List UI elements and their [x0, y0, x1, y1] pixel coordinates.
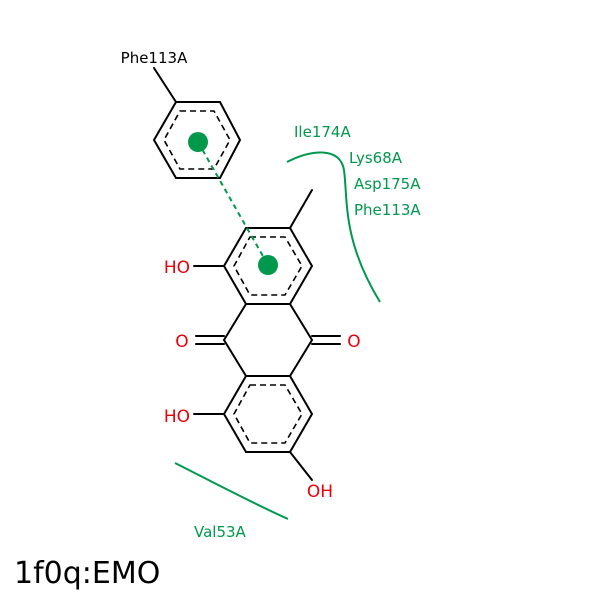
phe-ring-bonds	[152, 101, 242, 179]
contact-label-phe113a: Phe113A	[354, 201, 421, 219]
hydroxyl-label-bottom: OH	[307, 482, 333, 502]
ligand	[193, 189, 341, 481]
residue-label-phe113a: Phe113A	[121, 49, 188, 67]
ring-c-bonds	[222, 375, 314, 453]
ligand-ring-centroid-dot	[258, 255, 278, 275]
central-bond-2	[223, 339, 247, 377]
diagram-title: 1f0q:EMO	[14, 556, 160, 591]
oh-bottom-bond	[289, 451, 313, 481]
hydroxyl-label-top: HO	[164, 258, 190, 278]
oxygen-label-left: O	[175, 332, 188, 352]
central-bond-1	[223, 303, 247, 341]
hydrophobic-contact-arc-lower	[174, 462, 289, 520]
phe-ring-centroid-dot	[188, 132, 208, 152]
phe-ring	[152, 67, 242, 179]
ring-c-aromatic	[233, 384, 303, 444]
oxygen-label-right: O	[347, 332, 360, 352]
hydroxyl-label-mid: HO	[164, 407, 190, 427]
interactions	[174, 132, 381, 520]
contact-label-lys68a: Lys68A	[349, 149, 403, 167]
methyl-bond	[289, 189, 313, 229]
phe-stem-bond	[153, 67, 177, 103]
contact-label-ile174a: Ile174A	[294, 123, 351, 141]
central-bond-4	[289, 339, 313, 377]
contact-label-asp175a: Asp175A	[354, 175, 421, 193]
ring-a-aromatic	[233, 236, 303, 296]
pi-stacking-line	[197, 141, 269, 266]
contact-label-val53a: Val53A	[194, 523, 247, 541]
hydrophobic-contact-arc-upper	[286, 151, 381, 303]
central-bond-3	[289, 303, 313, 341]
